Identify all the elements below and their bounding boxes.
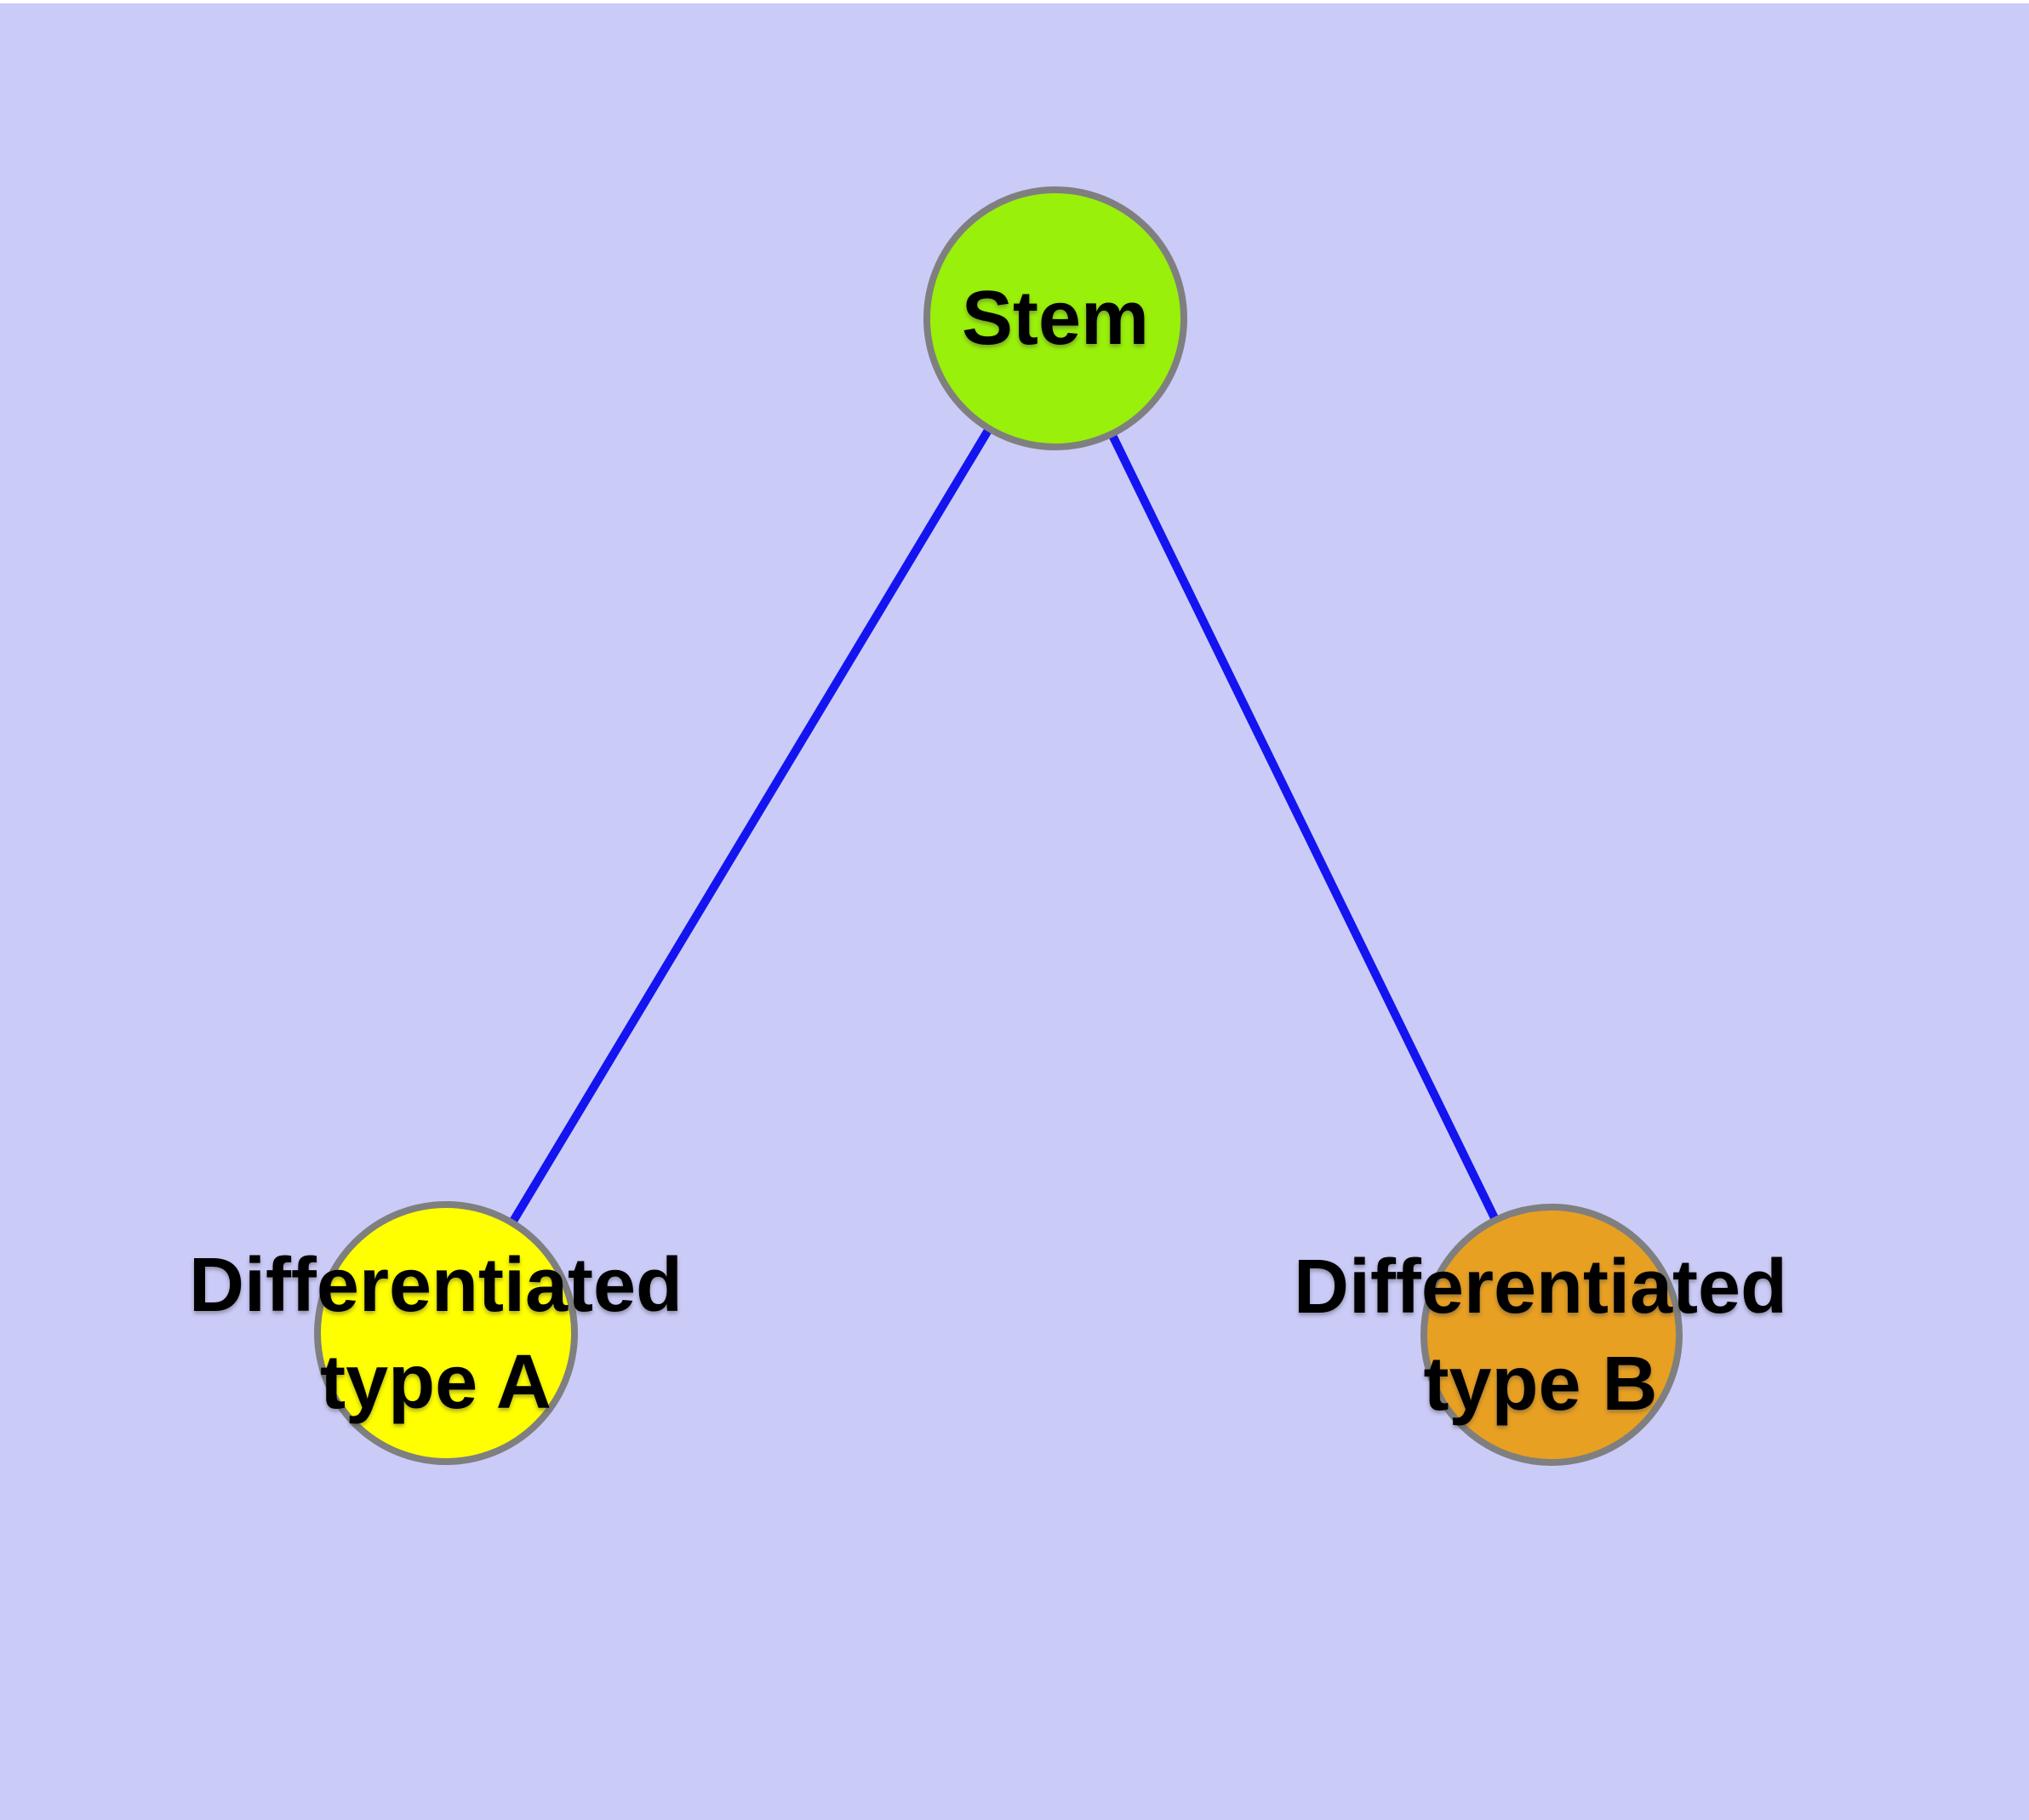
node-stem-label: Stem <box>962 276 1149 361</box>
node-differentiated-type-b-label-line2: type B <box>1423 1342 1657 1427</box>
node-stem[interactable] <box>923 186 1187 450</box>
node-differentiated-type-a[interactable] <box>314 1201 578 1465</box>
node-differentiated-type-a-label-line1: Differentiated <box>189 1243 683 1328</box>
edge-stem-to-type-a[interactable] <box>442 316 1060 1336</box>
edge-stem-to-type-b[interactable] <box>1051 316 1556 1337</box>
node-differentiated-type-b[interactable] <box>1420 1204 1683 1466</box>
node-differentiated-type-a-label-line2: type A <box>320 1340 552 1425</box>
node-differentiated-type-b-label-line1: Differentiated <box>1294 1245 1787 1330</box>
